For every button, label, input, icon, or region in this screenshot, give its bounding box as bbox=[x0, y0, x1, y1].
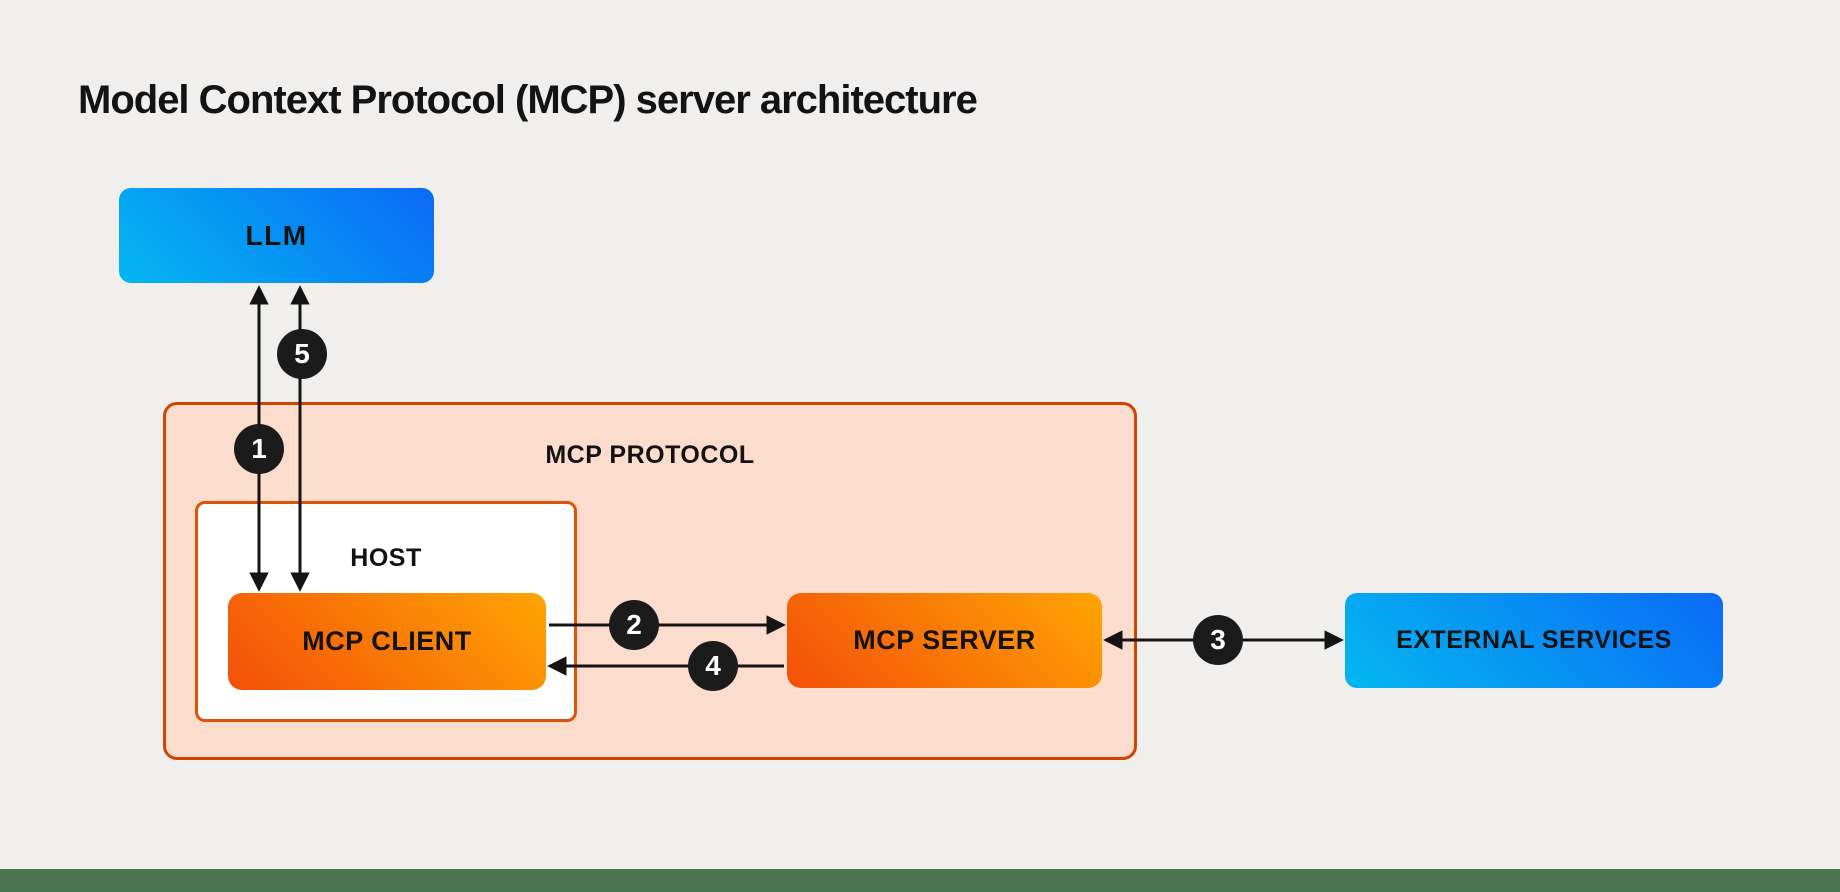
mcp-protocol-label: MCP PROTOCOL bbox=[545, 441, 755, 469]
external-services-node: EXTERNAL SERVICES bbox=[1345, 593, 1723, 688]
mcp-client-node: MCP CLIENT bbox=[228, 593, 546, 690]
step-badge-3: 3 bbox=[1193, 615, 1243, 665]
step-badge-2: 2 bbox=[609, 600, 659, 650]
footer-bar bbox=[0, 869, 1840, 892]
step-badge-4: 4 bbox=[688, 641, 738, 691]
mcp-server-label: MCP SERVER bbox=[853, 625, 1036, 655]
external-services-label: EXTERNAL SERVICES bbox=[1396, 626, 1672, 654]
step-badge-1: 1 bbox=[234, 424, 284, 474]
host-label: HOST bbox=[350, 544, 422, 572]
llm-label: LLM bbox=[245, 219, 308, 251]
mcp-client-label: MCP CLIENT bbox=[302, 626, 472, 656]
step-badge-5: 5 bbox=[277, 329, 327, 379]
page-title: Model Context Protocol (MCP) server arch… bbox=[78, 78, 978, 122]
mcp-server-node: MCP SERVER bbox=[787, 593, 1102, 688]
llm-node: LLM bbox=[119, 188, 434, 283]
